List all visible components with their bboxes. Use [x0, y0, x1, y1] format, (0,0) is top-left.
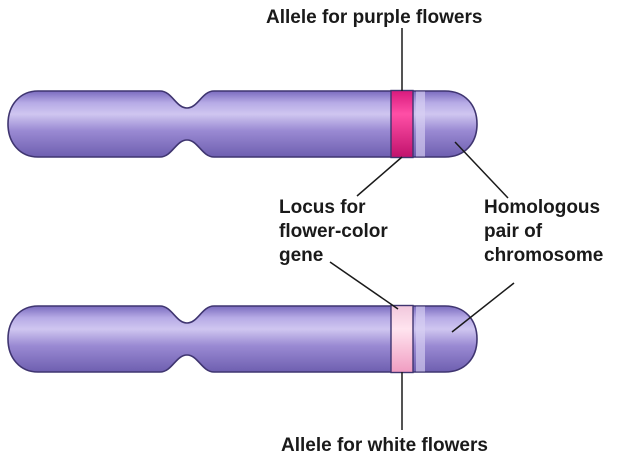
label-homologous-line-3: chromosome — [484, 244, 603, 268]
leader-homologous-top — [455, 142, 508, 198]
label-allele-purple: Allele for purple flowers — [266, 6, 482, 30]
allele-band-white — [391, 306, 413, 373]
chromosome-top-light-band — [416, 92, 425, 157]
allele-band-purple — [391, 91, 413, 158]
leader-locus-bottom — [330, 262, 398, 309]
leader-locus-top — [357, 157, 402, 196]
chromosome-top — [8, 91, 477, 158]
chromosome-bottom-light-band — [416, 307, 425, 372]
label-homologous-line-2: pair of — [484, 220, 603, 244]
label-allele-white: Allele for white flowers — [281, 434, 488, 458]
label-locus-line-3: gene — [279, 244, 388, 268]
chromosome-bottom — [8, 306, 477, 373]
label-homologous: Homologous pair of chromosome — [484, 196, 603, 268]
label-locus: Locus for flower-color gene — [279, 196, 388, 268]
leader-homologous-bottom — [452, 283, 514, 332]
label-locus-line-2: flower-color — [279, 220, 388, 244]
label-homologous-line-1: Homologous — [484, 196, 603, 220]
label-locus-line-1: Locus for — [279, 196, 388, 220]
